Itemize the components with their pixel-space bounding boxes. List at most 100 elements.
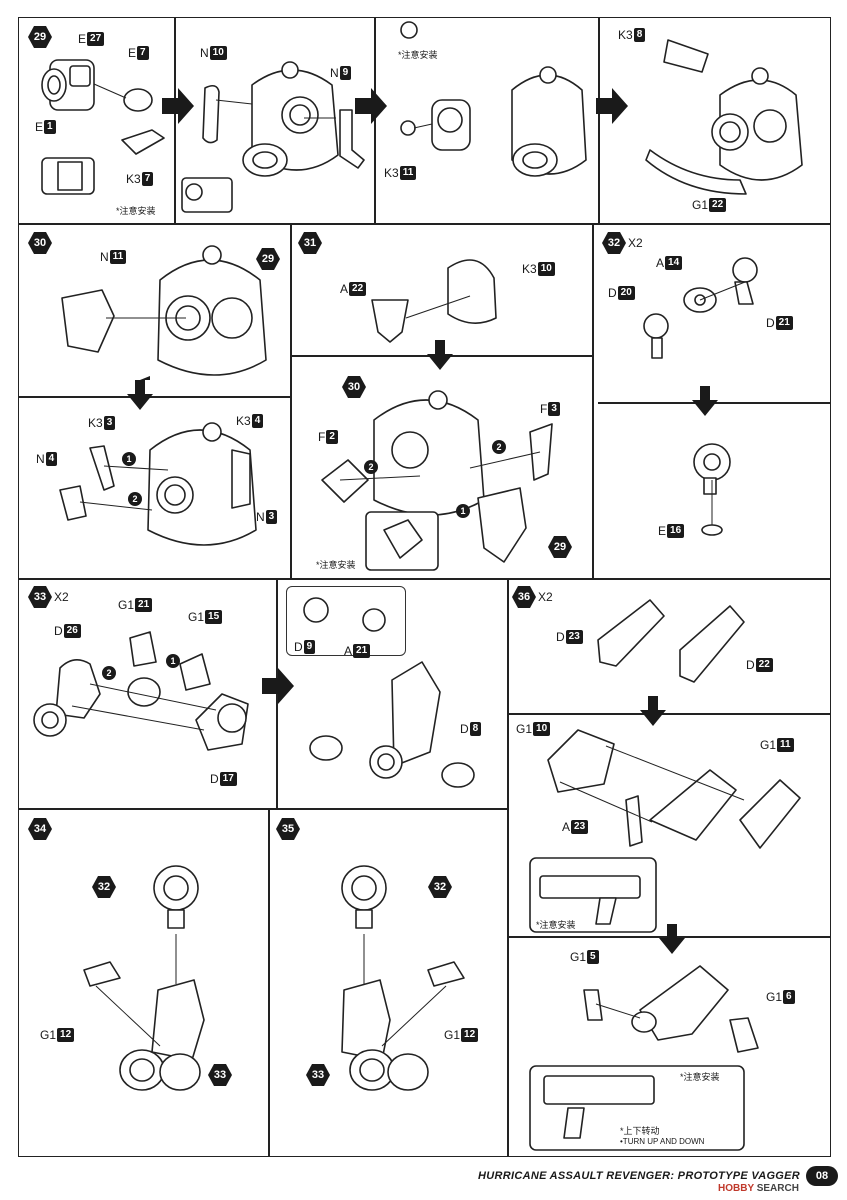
torso-drawing — [59, 422, 257, 546]
order-mark: 1 — [122, 452, 136, 466]
step-arrow — [640, 696, 666, 726]
leg-assembly-drawing — [341, 865, 465, 1091]
torso-drawing — [645, 39, 803, 195]
step-number: 30 — [28, 232, 52, 254]
caution-note: *注意安装 — [398, 50, 438, 60]
divider — [598, 17, 600, 223]
step-arrow — [262, 668, 294, 704]
watermark-brand: HOBBY — [718, 1183, 754, 1194]
step-reference: 33 — [306, 1064, 330, 1086]
step-reference: 29 — [548, 536, 572, 558]
leg-part-drawing — [33, 631, 249, 751]
inset-drawing — [529, 1065, 745, 1151]
step-reference: 32 — [92, 876, 116, 898]
step-arrow — [659, 924, 685, 954]
divider — [268, 808, 270, 1157]
step-reference: 29 — [256, 248, 280, 270]
weapon-part-drawing — [547, 599, 801, 849]
step-number: 29 — [28, 26, 52, 48]
divider — [18, 223, 831, 225]
torso-drawing — [61, 245, 267, 376]
inset-drawing — [181, 177, 233, 213]
watermark-rest: SEARCH — [756, 1183, 799, 1194]
torso-drawing — [400, 21, 587, 177]
page-number: 08 — [806, 1166, 838, 1186]
step-number: 34 — [28, 818, 52, 840]
torso-drawing — [321, 390, 553, 563]
order-mark: 2 — [128, 492, 142, 506]
leg-part-drawing — [303, 597, 475, 788]
divider — [18, 578, 831, 580]
inset-box — [286, 586, 406, 656]
head-part-drawing — [371, 259, 497, 343]
quantity-multiplier: X2 — [628, 236, 643, 250]
page-border — [18, 17, 831, 1157]
rotation-note-en: •TURN UP AND DOWN — [620, 1137, 705, 1146]
order-mark: 1 — [456, 504, 470, 518]
step-arrow — [596, 88, 628, 124]
step-arrow — [355, 88, 387, 124]
order-mark: 2 — [364, 460, 378, 474]
step-number: 36 — [512, 586, 536, 608]
product-title: HURRICANE ASSAULT REVENGER: PROTOTYPE VA… — [478, 1170, 801, 1182]
order-mark: 1 — [166, 654, 180, 668]
leg-assembly-drawing — [83, 865, 205, 1091]
divider — [18, 396, 290, 398]
divider — [174, 17, 176, 223]
step-number: 35 — [276, 818, 300, 840]
divider — [374, 17, 376, 223]
torso-drawing — [202, 61, 365, 177]
caution-note: *注意安装 — [680, 1072, 720, 1082]
divider — [507, 578, 509, 1157]
joint-drawing — [643, 257, 758, 536]
step-number: 31 — [298, 232, 322, 254]
inset-drawing — [365, 511, 439, 571]
step-reference: 30 — [342, 376, 366, 398]
quantity-multiplier: X2 — [538, 590, 553, 604]
order-mark: 2 — [102, 666, 116, 680]
divider — [290, 223, 292, 578]
step-reference: 32 — [428, 876, 452, 898]
step-number: 32 — [602, 232, 626, 254]
caution-note: *注意安装 — [116, 206, 156, 216]
divider — [18, 808, 508, 810]
caution-note: *注意安装 — [316, 560, 356, 570]
watermark: HOBBY SEARCH — [718, 1183, 799, 1194]
weapon-part-drawing — [583, 965, 759, 1053]
order-mark: 2 — [492, 440, 506, 454]
inset-drawing — [529, 857, 657, 933]
quantity-multiplier: X2 — [54, 590, 69, 604]
